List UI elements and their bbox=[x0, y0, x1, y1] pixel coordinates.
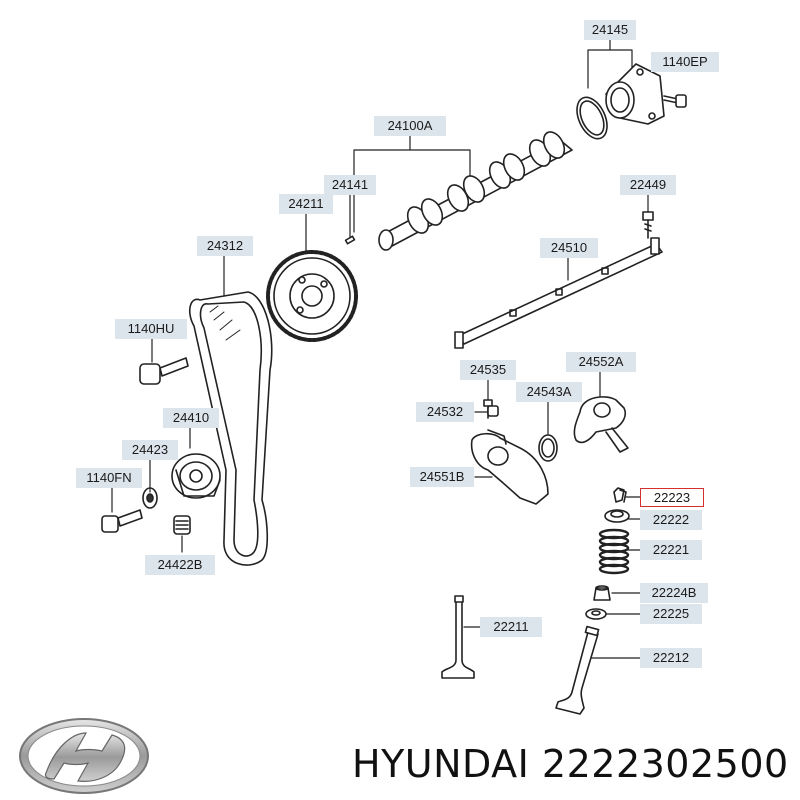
label-24145: 24145 bbox=[584, 20, 636, 40]
label-24510: 24510 bbox=[540, 238, 598, 258]
screw-24532-drawing bbox=[487, 405, 499, 417]
brand-name: HYUNDAI bbox=[352, 742, 530, 786]
label-24211: 24211 bbox=[279, 194, 333, 214]
tensioner-drawing bbox=[171, 453, 221, 499]
cam-bearing-cap-drawing bbox=[576, 63, 665, 140]
label-22449: 22449 bbox=[620, 175, 676, 195]
hyundai-logo-icon bbox=[19, 718, 149, 794]
sprocket-drawing bbox=[266, 250, 358, 342]
label-24422B: 24422B bbox=[145, 555, 215, 575]
label-22211: 22211 bbox=[480, 617, 542, 637]
rocker-shaft-drawing bbox=[454, 237, 663, 349]
label-24551B: 24551B bbox=[410, 467, 474, 487]
label-24423: 24423 bbox=[122, 440, 178, 460]
spring-retainer-drawing bbox=[604, 509, 630, 523]
intake-valve-drawing bbox=[441, 595, 475, 679]
label-24535: 24535 bbox=[460, 360, 516, 380]
valve-seal-drawing bbox=[593, 585, 611, 601]
bolt-1140hu-drawing bbox=[139, 357, 189, 385]
label-24100A: 24100A bbox=[374, 116, 446, 136]
exhaust-valve-drawing bbox=[555, 625, 600, 715]
label-1140HU: 1140HU bbox=[115, 319, 187, 339]
spring-24422b-drawing bbox=[173, 515, 191, 535]
label-1140FN: 1140FN bbox=[76, 468, 142, 488]
label-24312: 24312 bbox=[197, 236, 253, 256]
washer-24543a-drawing bbox=[538, 434, 558, 462]
valve-cotter-drawing bbox=[613, 487, 627, 503]
camshaft-drawing bbox=[378, 131, 573, 251]
label-24141: 24141 bbox=[324, 175, 376, 195]
label-22222: 22222 bbox=[640, 510, 702, 530]
pin-24141-drawing bbox=[344, 235, 356, 245]
timing-belt-drawing bbox=[188, 291, 273, 566]
rocker-arm-24552a-drawing bbox=[573, 396, 629, 453]
bolt-1140fn-drawing bbox=[101, 509, 143, 533]
label-24410: 24410 bbox=[163, 408, 219, 428]
footer-title: HYUNDAI 2222302500 bbox=[352, 736, 789, 792]
label-24543A: 24543A bbox=[516, 382, 582, 402]
label-22225: 22225 bbox=[640, 604, 702, 624]
rocker-arm-24551b-drawing bbox=[470, 429, 549, 505]
label-24552A: 24552A bbox=[566, 352, 636, 372]
label-1140EP: 1140EP bbox=[651, 52, 719, 72]
washer-24423-drawing bbox=[142, 487, 158, 509]
label-24532: 24532 bbox=[416, 402, 474, 422]
label-22221: 22221 bbox=[640, 540, 702, 560]
label-22224B: 22224B bbox=[640, 583, 708, 603]
spring-seat-drawing bbox=[585, 608, 607, 620]
bolt-22449-drawing bbox=[642, 211, 654, 239]
label-22212: 22212 bbox=[640, 648, 702, 668]
label-22223-highlighted: 22223 bbox=[640, 488, 704, 507]
part-number: 2222302500 bbox=[541, 742, 789, 786]
valve-spring-drawing bbox=[598, 528, 630, 575]
bolt-1140ep-drawing bbox=[663, 94, 687, 108]
leader-lines bbox=[111, 39, 663, 659]
